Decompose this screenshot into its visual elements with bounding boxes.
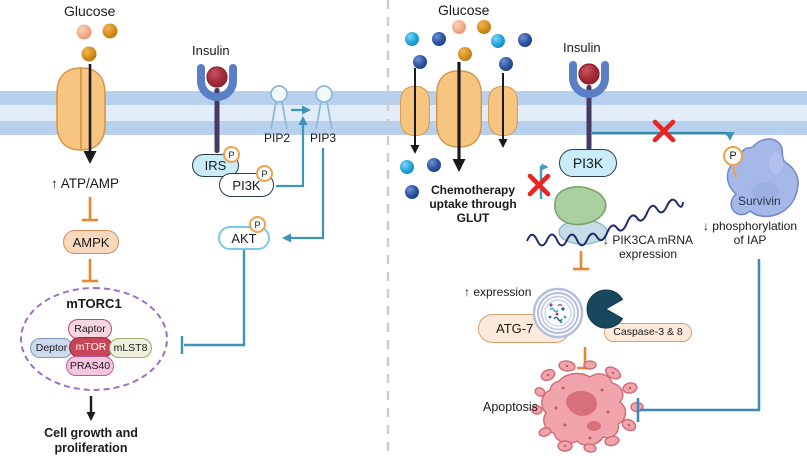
caspase-pill: Caspase-3 & 8	[604, 323, 692, 342]
akt-pill: AKT	[218, 226, 270, 250]
deptor-pill: Deptor	[30, 338, 73, 358]
pik3ca-line1: ↓ PIK3CA mRNA	[602, 233, 694, 247]
chemo-line2: uptake through	[429, 197, 517, 212]
insulin-label-left: Insulin	[192, 43, 230, 58]
survivin-p-connector	[732, 165, 737, 178]
pip2-label: PIP2	[264, 131, 291, 145]
glucose-label-left: Glucose	[64, 3, 116, 19]
akt-mtorc1-inhibition	[180, 250, 246, 354]
chemo-line1: Chemotherapy	[430, 183, 516, 197]
cell-growth-line1: Cell growth and	[44, 426, 138, 440]
pip2-lipid-icon	[270, 85, 288, 130]
mtorc1-title: mTORC1	[66, 296, 122, 311]
chemo-line3: GLUT	[456, 211, 490, 226]
pip3-lipid-icon	[315, 85, 333, 130]
mlst8-pill: mLST8	[109, 338, 152, 358]
cell-growth-line2: proliferation	[54, 440, 128, 455]
chemotherapy-label: Chemotherapy uptake through GLUT	[425, 183, 521, 225]
pi3k-phospho-badge: P	[256, 165, 273, 182]
apoptosis-cells-icon	[531, 360, 644, 453]
glucose-molecules-left	[76, 23, 118, 62]
pip3-to-akt-arrow	[282, 148, 325, 243]
inhibition-pik3ca-atg	[573, 251, 589, 271]
mtor-pill: mTOR	[69, 337, 113, 358]
insulin-receptor-icon-left	[197, 64, 237, 153]
akt-phospho-badge: P	[249, 216, 266, 233]
red-x-icon-transcription	[527, 173, 551, 197]
mrna-wave-icon	[526, 198, 684, 247]
atp-amp-label: ↑ ATP/AMP	[51, 176, 120, 191]
pi3k-to-pip-arrow	[276, 116, 308, 188]
inhibition-survivin-apoptosis	[636, 259, 761, 422]
inhibition-atp-ampk	[82, 197, 98, 222]
survivin-blob-icon	[726, 138, 799, 218]
cell-growth-label: Cell growth and proliferation	[36, 426, 146, 456]
insulin-label-right: Insulin	[563, 40, 601, 55]
phospho-line2: of IAP	[733, 233, 767, 248]
glucose-chemo-molecules-below	[400, 158, 441, 199]
survivin-label: Survivin	[738, 194, 781, 208]
pi3k-pill-right: PI3K	[559, 149, 617, 177]
phospho-iap-label: ↓ phosphorylation of IAP	[698, 219, 802, 247]
ampk-pill: AMPK	[63, 230, 119, 254]
irs-phospho-badge: P	[223, 146, 240, 163]
expression-up-label: ↑ expression	[464, 285, 532, 299]
raptor-pill: Raptor	[68, 319, 112, 339]
inhibition-ampk-mtorc1	[82, 259, 98, 283]
atg7-pill: ATG-7	[478, 314, 570, 343]
ribosome-icon	[554, 186, 608, 245]
pip3-label: PIP3	[310, 131, 337, 145]
pik3ca-label: ↓ PIK3CA mRNA expression	[598, 233, 698, 261]
survivin-phospho-badge: P	[723, 146, 743, 166]
pras40-pill: PRAS40	[66, 356, 114, 376]
phospho-line1: ↓ phosphorylation	[702, 219, 798, 233]
mtorc1-complex-outline	[20, 287, 168, 391]
glucose-label-right: Glucose	[438, 2, 490, 18]
pik3ca-line2: expression	[618, 247, 678, 262]
glucose-chemo-molecules-above	[405, 20, 532, 71]
red-x-icon-survivin-path	[652, 119, 676, 143]
apoptosis-label: Apoptosis	[483, 400, 538, 414]
insulin-receptor-icon-right	[569, 61, 609, 150]
